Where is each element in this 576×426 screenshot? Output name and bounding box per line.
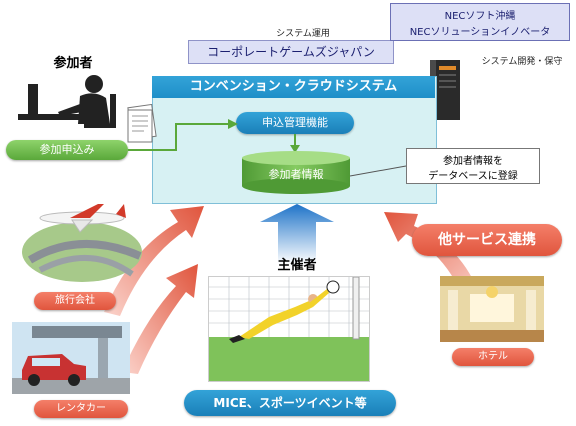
rental-arrow bbox=[122, 264, 198, 374]
organizer-title: 主催者 bbox=[277, 258, 317, 273]
hotel-label: ホテル bbox=[452, 348, 534, 366]
operator-company: コーポレートゲームズジャパン bbox=[188, 40, 394, 64]
other-services-label: 他サービス連携 bbox=[412, 224, 562, 256]
system-title: コンベンション・クラウドシステム bbox=[152, 76, 435, 98]
rental-car-label: レンタカー bbox=[34, 400, 128, 418]
organizer-arrow bbox=[260, 204, 334, 264]
module-to-db-arrow bbox=[290, 134, 300, 153]
database-icon bbox=[242, 151, 350, 194]
hotel-icon bbox=[440, 276, 544, 342]
db-note-line1: 参加者情報を bbox=[443, 156, 503, 167]
database-label: 参加者情報 bbox=[268, 168, 324, 181]
vendor-line1: NECソフト沖縄 bbox=[444, 11, 516, 22]
travel-arrow bbox=[104, 206, 204, 316]
vendor-line2: NECソリューションイノベータ bbox=[409, 27, 551, 38]
operator-label: システム運用 bbox=[276, 29, 330, 39]
vendor-role: システム開発・保守 bbox=[481, 57, 563, 67]
airplane-icon bbox=[22, 204, 142, 282]
travel-agency-label: 旅行会社 bbox=[34, 292, 116, 310]
participant-title: 参加者 bbox=[53, 56, 93, 71]
db-note-line2: データベースに登録 bbox=[428, 171, 518, 182]
car-icon bbox=[12, 322, 130, 394]
module-box: 申込管理機能 bbox=[236, 112, 354, 134]
vendor-box: NECソフト沖縄 NECソリューションイノベータ bbox=[390, 3, 570, 41]
document-icon bbox=[127, 104, 157, 143]
participant-action: 参加申込み bbox=[6, 140, 128, 160]
application-arrow bbox=[128, 119, 238, 151]
person-at-computer-icon bbox=[18, 75, 116, 128]
goalkeeper-icon bbox=[209, 277, 369, 381]
db-note-box: 参加者情報を データベースに登録 bbox=[406, 148, 540, 184]
event-image bbox=[208, 276, 370, 382]
db-note-connector bbox=[350, 165, 407, 177]
event-types-label: MICE、スポーツイベント等 bbox=[184, 390, 396, 416]
